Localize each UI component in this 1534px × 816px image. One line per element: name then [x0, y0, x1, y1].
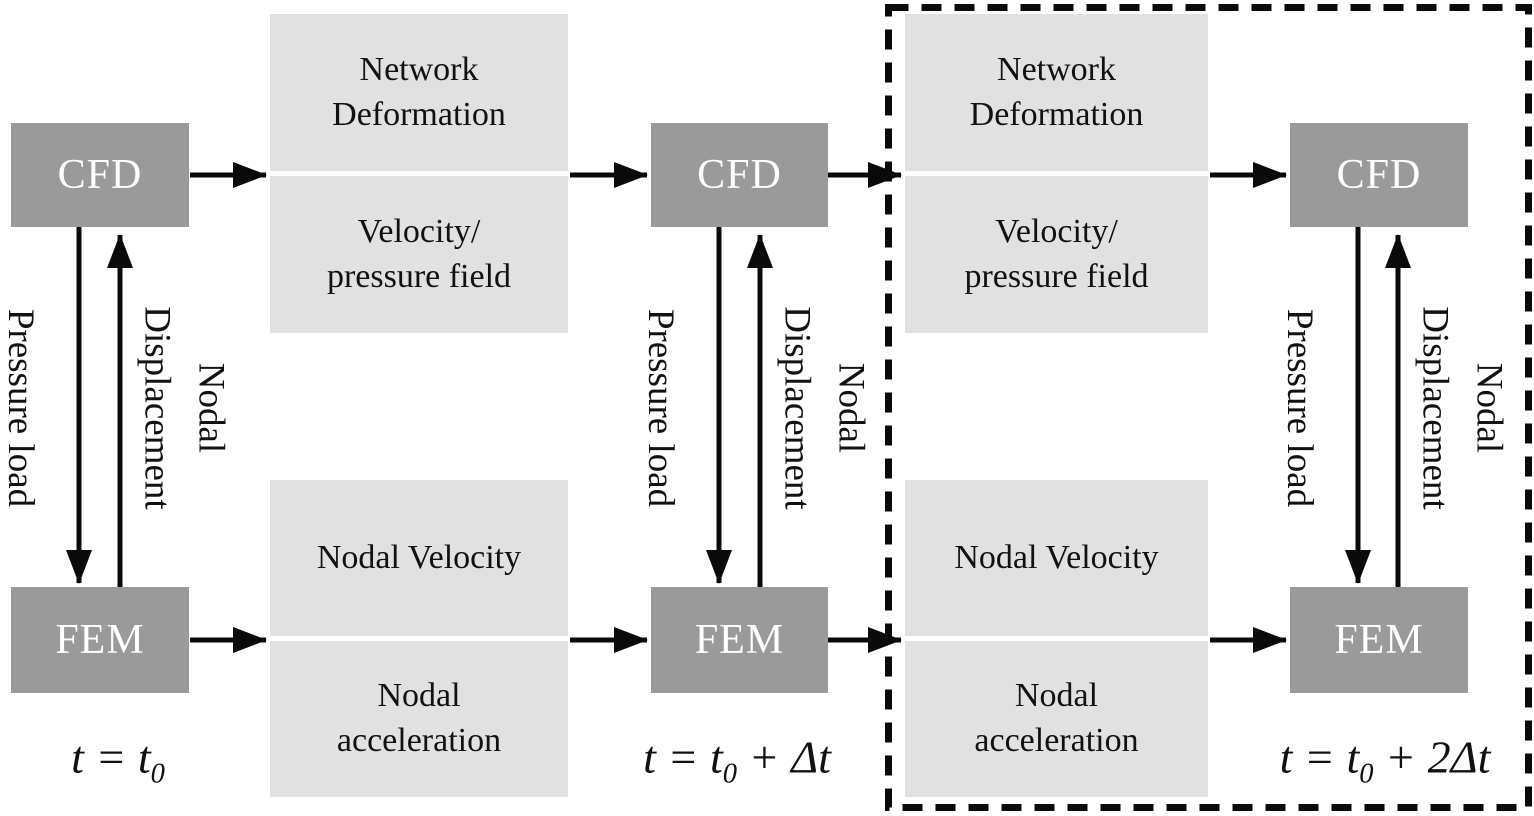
time-label-3-pre: t = t: [1279, 731, 1360, 783]
nodal-velocity-label-1: Nodal Velocity: [316, 538, 522, 576]
fem-box-3: FEM: [1290, 587, 1468, 693]
nodal-displacement-label-2-line1: Nodal: [830, 362, 872, 454]
time-label-2: t = t0 + Δt: [643, 731, 831, 789]
network-label-2: Network: [997, 50, 1116, 88]
pressure-load-label-1: Pressure load: [0, 308, 41, 508]
nodal-velocity-label-2: Nodal Velocity: [954, 538, 1159, 576]
deformation-label-2: Deformation: [969, 95, 1144, 133]
nodal-displacement-label-2-line2: Displacement: [777, 306, 818, 510]
fem-box-1: FEM: [11, 587, 189, 693]
network-deformation-box-1: Network Deformation Velocity/ pressure f…: [270, 14, 568, 333]
network-deformation-half-2: Network Deformation: [905, 14, 1208, 171]
cfd-box-3: CFD: [1290, 123, 1468, 227]
time-label-3-post: + 2Δt: [1373, 731, 1491, 783]
fem-box-2-label: FEM: [694, 617, 785, 663]
nodal-acceleration-half-2: Nodal acceleration: [905, 641, 1208, 797]
time-label-1-pre: t = t: [71, 731, 151, 783]
nodal-velocity-box-1: Nodal Velocity Nodal acceleration: [270, 480, 568, 797]
cfd-box-2: CFD: [651, 123, 828, 227]
network-deformation-half-1: Network Deformation: [270, 14, 568, 171]
velocity-pressure-half-2: Velocity/ pressure field: [905, 176, 1208, 333]
nodal-displacement-label-1: Nodal Displacement: [130, 306, 237, 509]
acceleration-label-1: acceleration: [336, 722, 502, 759]
nodal-velocity-half-1: Nodal Velocity: [270, 480, 568, 636]
time-label-1: t = t0: [71, 731, 165, 789]
nodal-displacement-label-1-line1: Nodal: [190, 362, 232, 454]
time-label-1-sub: 0: [150, 758, 165, 790]
cfd-box-2-label: CFD: [697, 152, 782, 198]
nodal-displacement-label-3: Nodal Displacement: [1408, 306, 1515, 509]
time-label-3: t = t0 + 2Δt: [1279, 731, 1491, 789]
fem-box-1-label: FEM: [55, 617, 145, 663]
nodal-velocity-half-2: Nodal Velocity: [905, 480, 1208, 636]
fem-box-2: FEM: [651, 587, 828, 693]
time-label-2-sub: 0: [722, 758, 738, 790]
velocity-pressure-half-1: Velocity/ pressure field: [270, 176, 568, 333]
nodal-velocity-box-2: Nodal Velocity Nodal acceleration: [905, 480, 1208, 797]
nodal-displacement-label-3-line2: Displacement: [1415, 306, 1456, 510]
cfd-box-1: CFD: [11, 123, 189, 227]
time-label-3-sub: 0: [1359, 758, 1374, 790]
pressure-load-label-2: Pressure load: [639, 308, 681, 508]
deformation-label-1: Deformation: [332, 95, 506, 133]
nodal-displacement-label-3-line1: Nodal: [1468, 362, 1510, 454]
cfd-box-1-label: CFD: [57, 152, 143, 198]
nodal-label-2: Nodal: [1014, 677, 1099, 715]
nodal-displacement-label-2: Nodal Displacement: [770, 306, 877, 509]
pressure-field-label-1: pressure field: [326, 257, 512, 295]
time-label-2-pre: t = t: [643, 731, 723, 783]
pressure-load-label-3: Pressure load: [1278, 308, 1320, 508]
cfd-box-3-label: CFD: [1336, 152, 1422, 198]
acceleration-label-2: acceleration: [974, 722, 1139, 759]
nodal-label-1: Nodal: [377, 677, 461, 715]
nodal-acceleration-half-1: Nodal acceleration: [270, 641, 568, 797]
network-deformation-box-2: Network Deformation Velocity/ pressure f…: [905, 14, 1208, 333]
pressure-field-label-2: pressure field: [964, 257, 1149, 295]
nodal-displacement-label-1-line2: Displacement: [137, 306, 178, 510]
velocity-label-1: Velocity/: [357, 212, 481, 250]
velocity-label-2: Velocity/: [995, 212, 1118, 250]
fem-box-3-label: FEM: [1334, 617, 1424, 663]
network-label-1: Network: [359, 50, 479, 88]
time-label-2-post: + Δt: [737, 731, 831, 783]
